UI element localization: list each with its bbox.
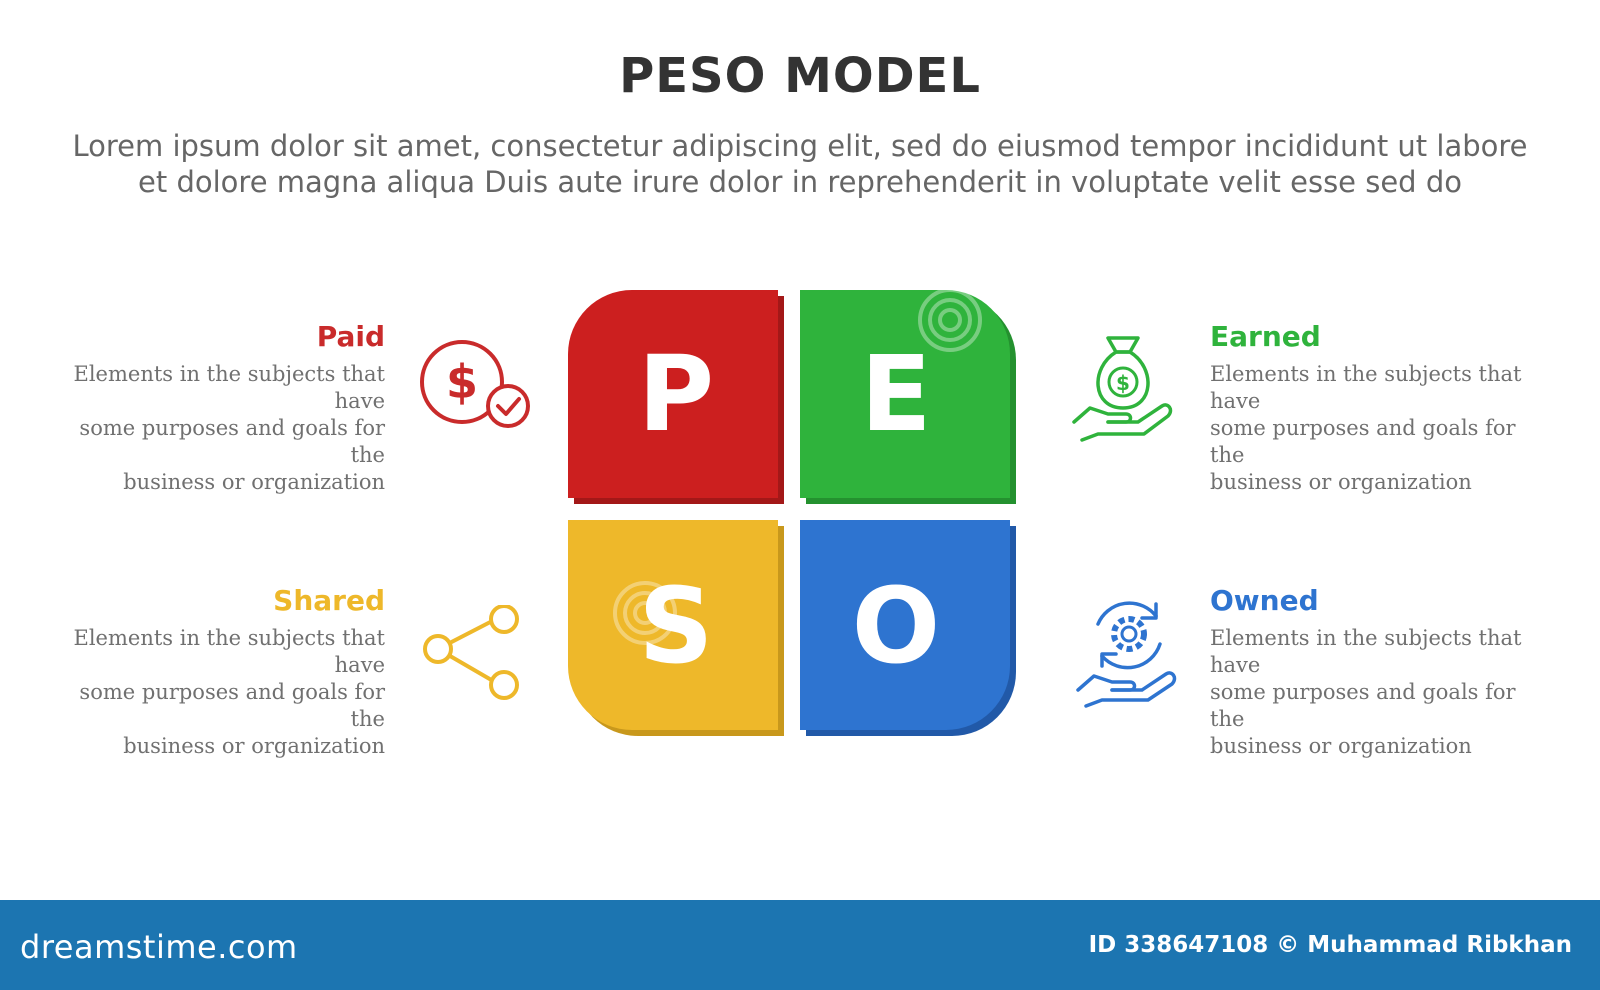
paid-description: Elements in the subjects that have some … bbox=[55, 361, 385, 496]
item-shared: Shared Elements in the subjects that hav… bbox=[55, 584, 385, 760]
shared-desc-line-2: some purposes and goals for the bbox=[79, 680, 385, 731]
quadrant-e bbox=[800, 290, 1010, 498]
paid-desc-line-3: business or organization bbox=[123, 470, 385, 494]
item-owned: Owned Elements in the subjects that have… bbox=[1210, 584, 1540, 760]
watermark-logo-icon bbox=[918, 288, 982, 352]
footer-brand: dreamstime.com bbox=[20, 928, 298, 966]
earned-desc-line-2: some purposes and goals for the bbox=[1210, 416, 1516, 467]
earned-title: Earned bbox=[1210, 320, 1321, 353]
svg-text:$: $ bbox=[1116, 371, 1130, 395]
letter-e: E bbox=[860, 333, 931, 455]
owned-desc-line-3: business or organization bbox=[1210, 734, 1472, 758]
shared-title: Shared bbox=[273, 584, 385, 617]
letter-s: S bbox=[639, 565, 714, 687]
subtitle-line-1: Lorem ipsum dolor sit amet, consectetur … bbox=[72, 129, 1528, 163]
owned-title: Owned bbox=[1210, 584, 1319, 617]
paid-desc-line-2: some purposes and goals for the bbox=[79, 416, 385, 467]
svg-text:$: $ bbox=[446, 355, 478, 409]
shared-desc-line-3: business or organization bbox=[123, 734, 385, 758]
shared-description: Elements in the subjects that have some … bbox=[55, 625, 385, 760]
earned-description: Elements in the subjects that have some … bbox=[1210, 361, 1540, 496]
watermark-logo-icon bbox=[613, 581, 677, 645]
item-paid: Paid Elements in the subjects that have … bbox=[55, 320, 385, 496]
owned-desc-line-2: some purposes and goals for the bbox=[1210, 680, 1516, 731]
earned-desc-line-1: Elements in the subjects that have bbox=[1210, 362, 1522, 413]
peso-diagram: P E S O bbox=[568, 290, 1016, 736]
item-earned: Earned Elements in the subjects that hav… bbox=[1210, 320, 1540, 496]
share-icon bbox=[423, 605, 519, 700]
letter-o: O bbox=[852, 565, 940, 687]
shared-desc-line-1: Elements in the subjects that have bbox=[73, 626, 385, 677]
money-bag-hand-icon: $ bbox=[1072, 336, 1173, 442]
footer-bar: dreamstime.com ID 338647108 © Muhammad R… bbox=[0, 900, 1600, 990]
quadrant-o bbox=[800, 520, 1010, 730]
page-subtitle: Lorem ipsum dolor sit amet, consectetur … bbox=[70, 128, 1530, 200]
page-title: PESO MODEL bbox=[619, 48, 981, 104]
letter-p: P bbox=[638, 333, 714, 455]
earned-desc-line-3: business or organization bbox=[1210, 470, 1472, 494]
dollar-check-icon: $ bbox=[420, 340, 530, 428]
subtitle-line-2: et dolore magna aliqua Duis aute irure d… bbox=[138, 165, 1462, 199]
paid-title: Paid bbox=[316, 320, 385, 353]
quadrant-s bbox=[568, 520, 778, 730]
owned-description: Elements in the subjects that have some … bbox=[1210, 625, 1540, 760]
paid-desc-line-1: Elements in the subjects that have bbox=[73, 362, 385, 413]
footer-credit: ID 338647108 © Muhammad Ribkhan bbox=[1088, 932, 1572, 958]
quadrant-p bbox=[568, 290, 778, 498]
gear-hand-icon bbox=[1076, 601, 1177, 708]
owned-desc-line-1: Elements in the subjects that have bbox=[1210, 626, 1522, 677]
